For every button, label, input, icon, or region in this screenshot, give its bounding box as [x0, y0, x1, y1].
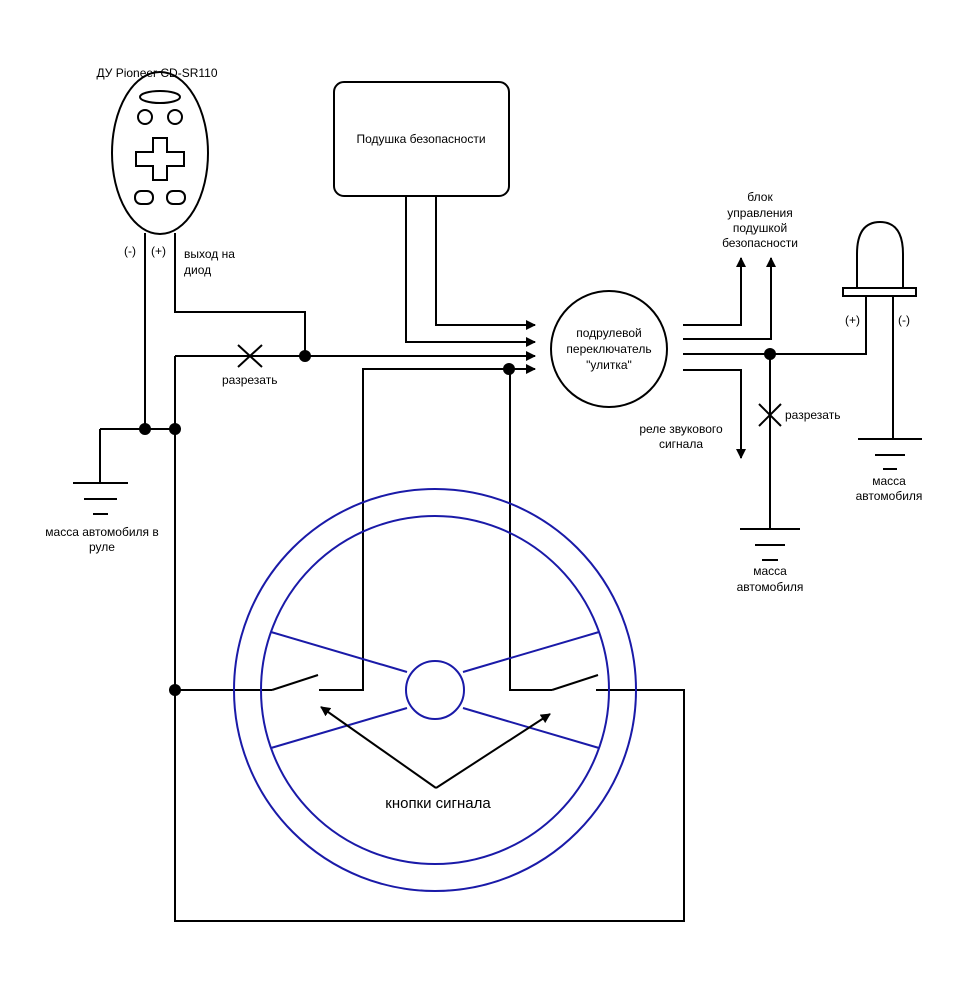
ground-wheel-icon [73, 482, 128, 515]
diode-output-label: выход на [184, 247, 235, 261]
remote-dpad-icon [135, 137, 185, 181]
cut-mark-left-icon [237, 344, 263, 368]
remote-button-icon [137, 109, 153, 125]
junction-dot [764, 348, 776, 360]
airbag-control-label: управления [727, 206, 792, 220]
junction-dot [139, 423, 151, 435]
remote-top-button-icon [139, 90, 181, 104]
horn-plus-label: (+) [845, 313, 860, 327]
column-switch [550, 290, 668, 408]
horn-relay-label: сигнала [659, 437, 703, 451]
cut-right-label: разрезать [785, 408, 840, 422]
ground-wheel-label: масса автомобиля в [45, 525, 158, 539]
remote-button-icon [166, 190, 186, 205]
ground-mid-label: масса [753, 564, 787, 578]
horn-icon [842, 220, 917, 297]
airbag-control-label: блок [747, 190, 773, 204]
cut-mark-right-icon [758, 403, 782, 427]
ground-right-label: масса [872, 474, 906, 488]
switch-label: "улитка" [586, 358, 632, 372]
remote-minus-label: (-) [124, 244, 136, 258]
remote-button-icon [134, 190, 154, 205]
horn-minus-label: (-) [898, 313, 910, 327]
horn-relay-label: реле звукового [639, 422, 723, 436]
remote-title: ДУ Pioneer CD-SR110 [96, 66, 217, 80]
switch-label: переключатель [566, 342, 651, 356]
remote-plus-label: (+) [151, 244, 166, 258]
ground-wheel-label: руле [89, 540, 115, 554]
steering-wheel [233, 488, 637, 892]
steering-hub [405, 660, 465, 720]
switch-label: подрулевой [576, 326, 641, 340]
ground-right-icon [858, 438, 922, 470]
remote-button-icon [167, 109, 183, 125]
diode-output-label: диод [184, 263, 211, 277]
junction-dot [299, 350, 311, 362]
airbag-label: Подушка безопасности [356, 132, 485, 146]
remote-control [111, 71, 209, 235]
horn-button-arrows [320, 706, 551, 789]
junction-dot [169, 684, 181, 696]
right-wiring [683, 257, 894, 528]
horn-buttons-label: кнопки сигнала [385, 795, 491, 812]
ground-right-label: автомобиля [856, 489, 923, 503]
left-wiring [99, 196, 685, 922]
ground-mid-label: автомобиля [737, 580, 804, 594]
junction-dot [169, 423, 181, 435]
airbag-box [333, 81, 510, 197]
airbag-control-label: безопасности [722, 236, 798, 250]
airbag-control-label: подушкой [733, 221, 787, 235]
junction-dot [503, 363, 515, 375]
ground-mid-icon [740, 528, 800, 561]
cut-left-label: разрезать [222, 373, 277, 387]
